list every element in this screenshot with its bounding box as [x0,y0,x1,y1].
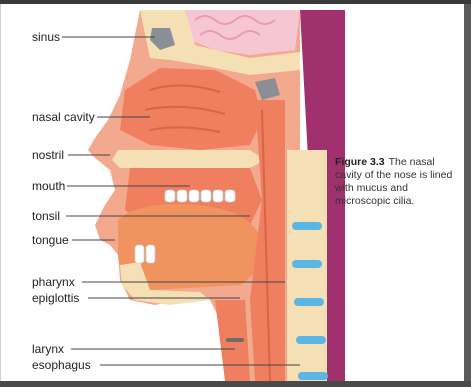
label-nostril: nostril [32,148,64,162]
hard-palate [112,150,265,168]
label-tongue: tongue [32,233,69,247]
label-larynx: larynx [32,342,64,356]
vertebrae [287,150,328,381]
window-edge-right [464,0,471,387]
figure-number: Figure 3.3 [335,156,385,168]
label-tonsil: tonsil [32,209,60,223]
label-pharynx: pharynx [32,275,75,289]
label-sinus: sinus [32,30,60,44]
window-edge-top [0,0,471,4]
label-mouth: mouth [32,179,65,193]
label-epiglottis: epiglottis [32,291,79,305]
window-edge-bottom [0,381,471,387]
label-nasal-cavity: nasal cavity [32,110,95,124]
label-esophagus: esophagus [32,358,91,372]
